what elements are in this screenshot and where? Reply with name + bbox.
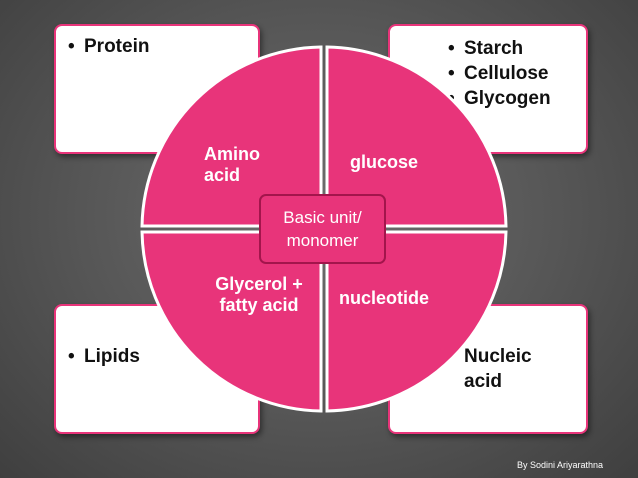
author-credit: By Sodini Ariyarathna — [517, 460, 604, 470]
label-line: nucleotide — [339, 288, 430, 308]
wedge-label-glucose: glucose — [350, 152, 450, 173]
wedge-glucose — [325, 45, 508, 228]
wedge-label-glycerol-fatty-acid: Glycerol + fatty acid — [204, 274, 314, 316]
lipids-list: Lipids — [68, 344, 258, 369]
center-label-box: Basic unit/ monomer — [259, 194, 386, 264]
wedge-amino-acid — [140, 45, 323, 228]
label-line: fatty acid — [219, 295, 299, 315]
list-item: Lipids — [68, 344, 258, 369]
label-line: acid — [204, 165, 241, 185]
wedge-label-nucleotide: nucleotide — [339, 288, 449, 309]
carbohydrate-list: Starch Cellulose Glycogen — [448, 36, 586, 111]
list-item: Starch — [448, 36, 586, 61]
label-line: glucose — [350, 152, 419, 172]
list-item: Cellulose — [448, 61, 586, 86]
protein-list: Protein — [68, 34, 258, 59]
wedge-glycerol-fatty-acid — [140, 230, 323, 413]
list-item: Protein — [68, 34, 258, 59]
wedge-label-amino-acid: Amino acid — [204, 144, 294, 186]
label-line: Glycerol + — [215, 274, 303, 294]
label-line: Amino — [204, 144, 260, 164]
wedge-nucleotide — [325, 230, 508, 413]
center-label-line: Basic unit/ — [283, 208, 362, 227]
center-label-line: monomer — [286, 231, 359, 250]
